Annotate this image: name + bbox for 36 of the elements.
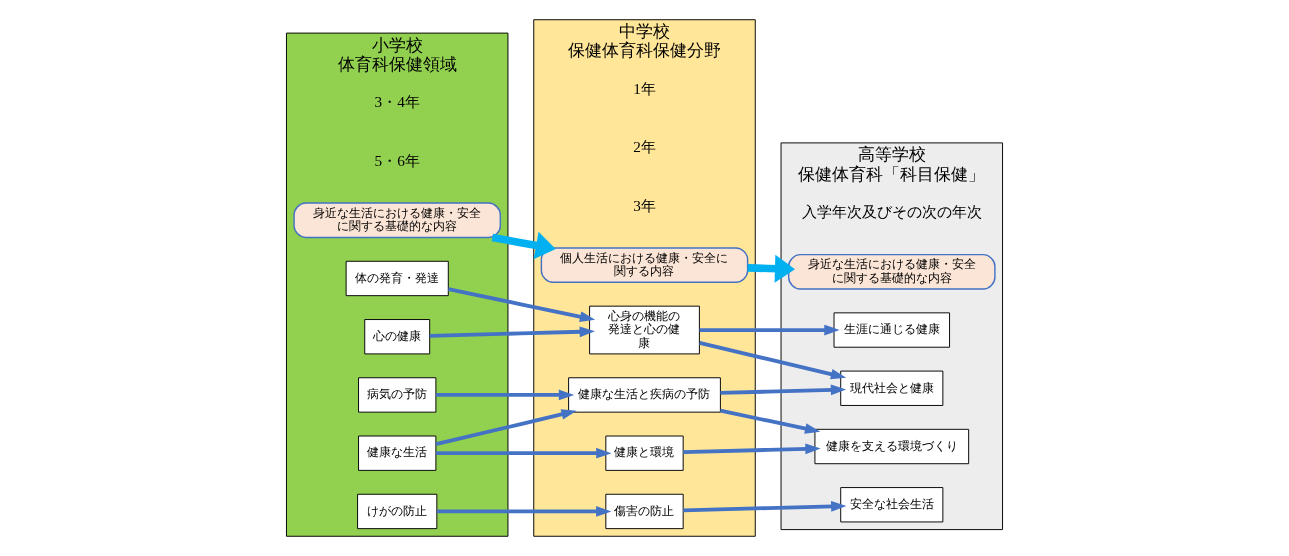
arrow xyxy=(435,409,577,447)
node-box: 健康と環境 xyxy=(605,435,684,471)
node-box: 心身の機能の発達と心の健康 xyxy=(589,305,700,355)
node-box: 健康な生活 xyxy=(358,435,437,471)
node-text: 入学年次及びその次の年次 xyxy=(801,203,982,221)
arrow xyxy=(720,408,821,434)
node-box: 健康な生活と疾病の予防 xyxy=(568,377,721,413)
arrow xyxy=(437,506,612,517)
node-text: 3年 xyxy=(633,196,656,214)
node-box: 現代社会と健康 xyxy=(840,370,944,406)
arrow xyxy=(699,324,840,336)
arrow xyxy=(683,501,847,513)
arrow xyxy=(491,231,556,260)
arrow xyxy=(448,287,596,322)
node-box: 身近な生活における健康・安全に関する基礎的な内容 xyxy=(787,253,996,290)
arrow xyxy=(435,447,612,459)
node-box: 心の健康 xyxy=(364,319,431,355)
node-text: 3・4年 xyxy=(374,93,420,111)
arrow xyxy=(747,254,795,283)
node-text: 2年 xyxy=(633,138,656,156)
node-box: けがの防止 xyxy=(357,493,438,530)
node-box: 体の発育・発達 xyxy=(345,260,449,297)
node-box: 生涯に通じる健康 xyxy=(833,312,951,348)
node-text: 1年 xyxy=(633,80,656,98)
arrow xyxy=(699,341,847,380)
node-text: 5・6年 xyxy=(374,151,420,169)
arrow xyxy=(435,389,575,401)
node-box: 個人生活における健康・安全に関する内容 xyxy=(540,247,749,283)
arrow xyxy=(683,443,821,455)
node-box: 健康を支える環境づくり xyxy=(814,428,970,465)
node-box: 身近な生活における健康・安全に関する基礎的な内容 xyxy=(293,202,502,239)
node-box: 安全な社会生活 xyxy=(840,487,944,523)
arrow xyxy=(429,326,595,338)
node-box: 病気の予防 xyxy=(358,377,437,413)
node-box: 傷害の防止 xyxy=(605,493,684,530)
arrow xyxy=(720,384,847,396)
